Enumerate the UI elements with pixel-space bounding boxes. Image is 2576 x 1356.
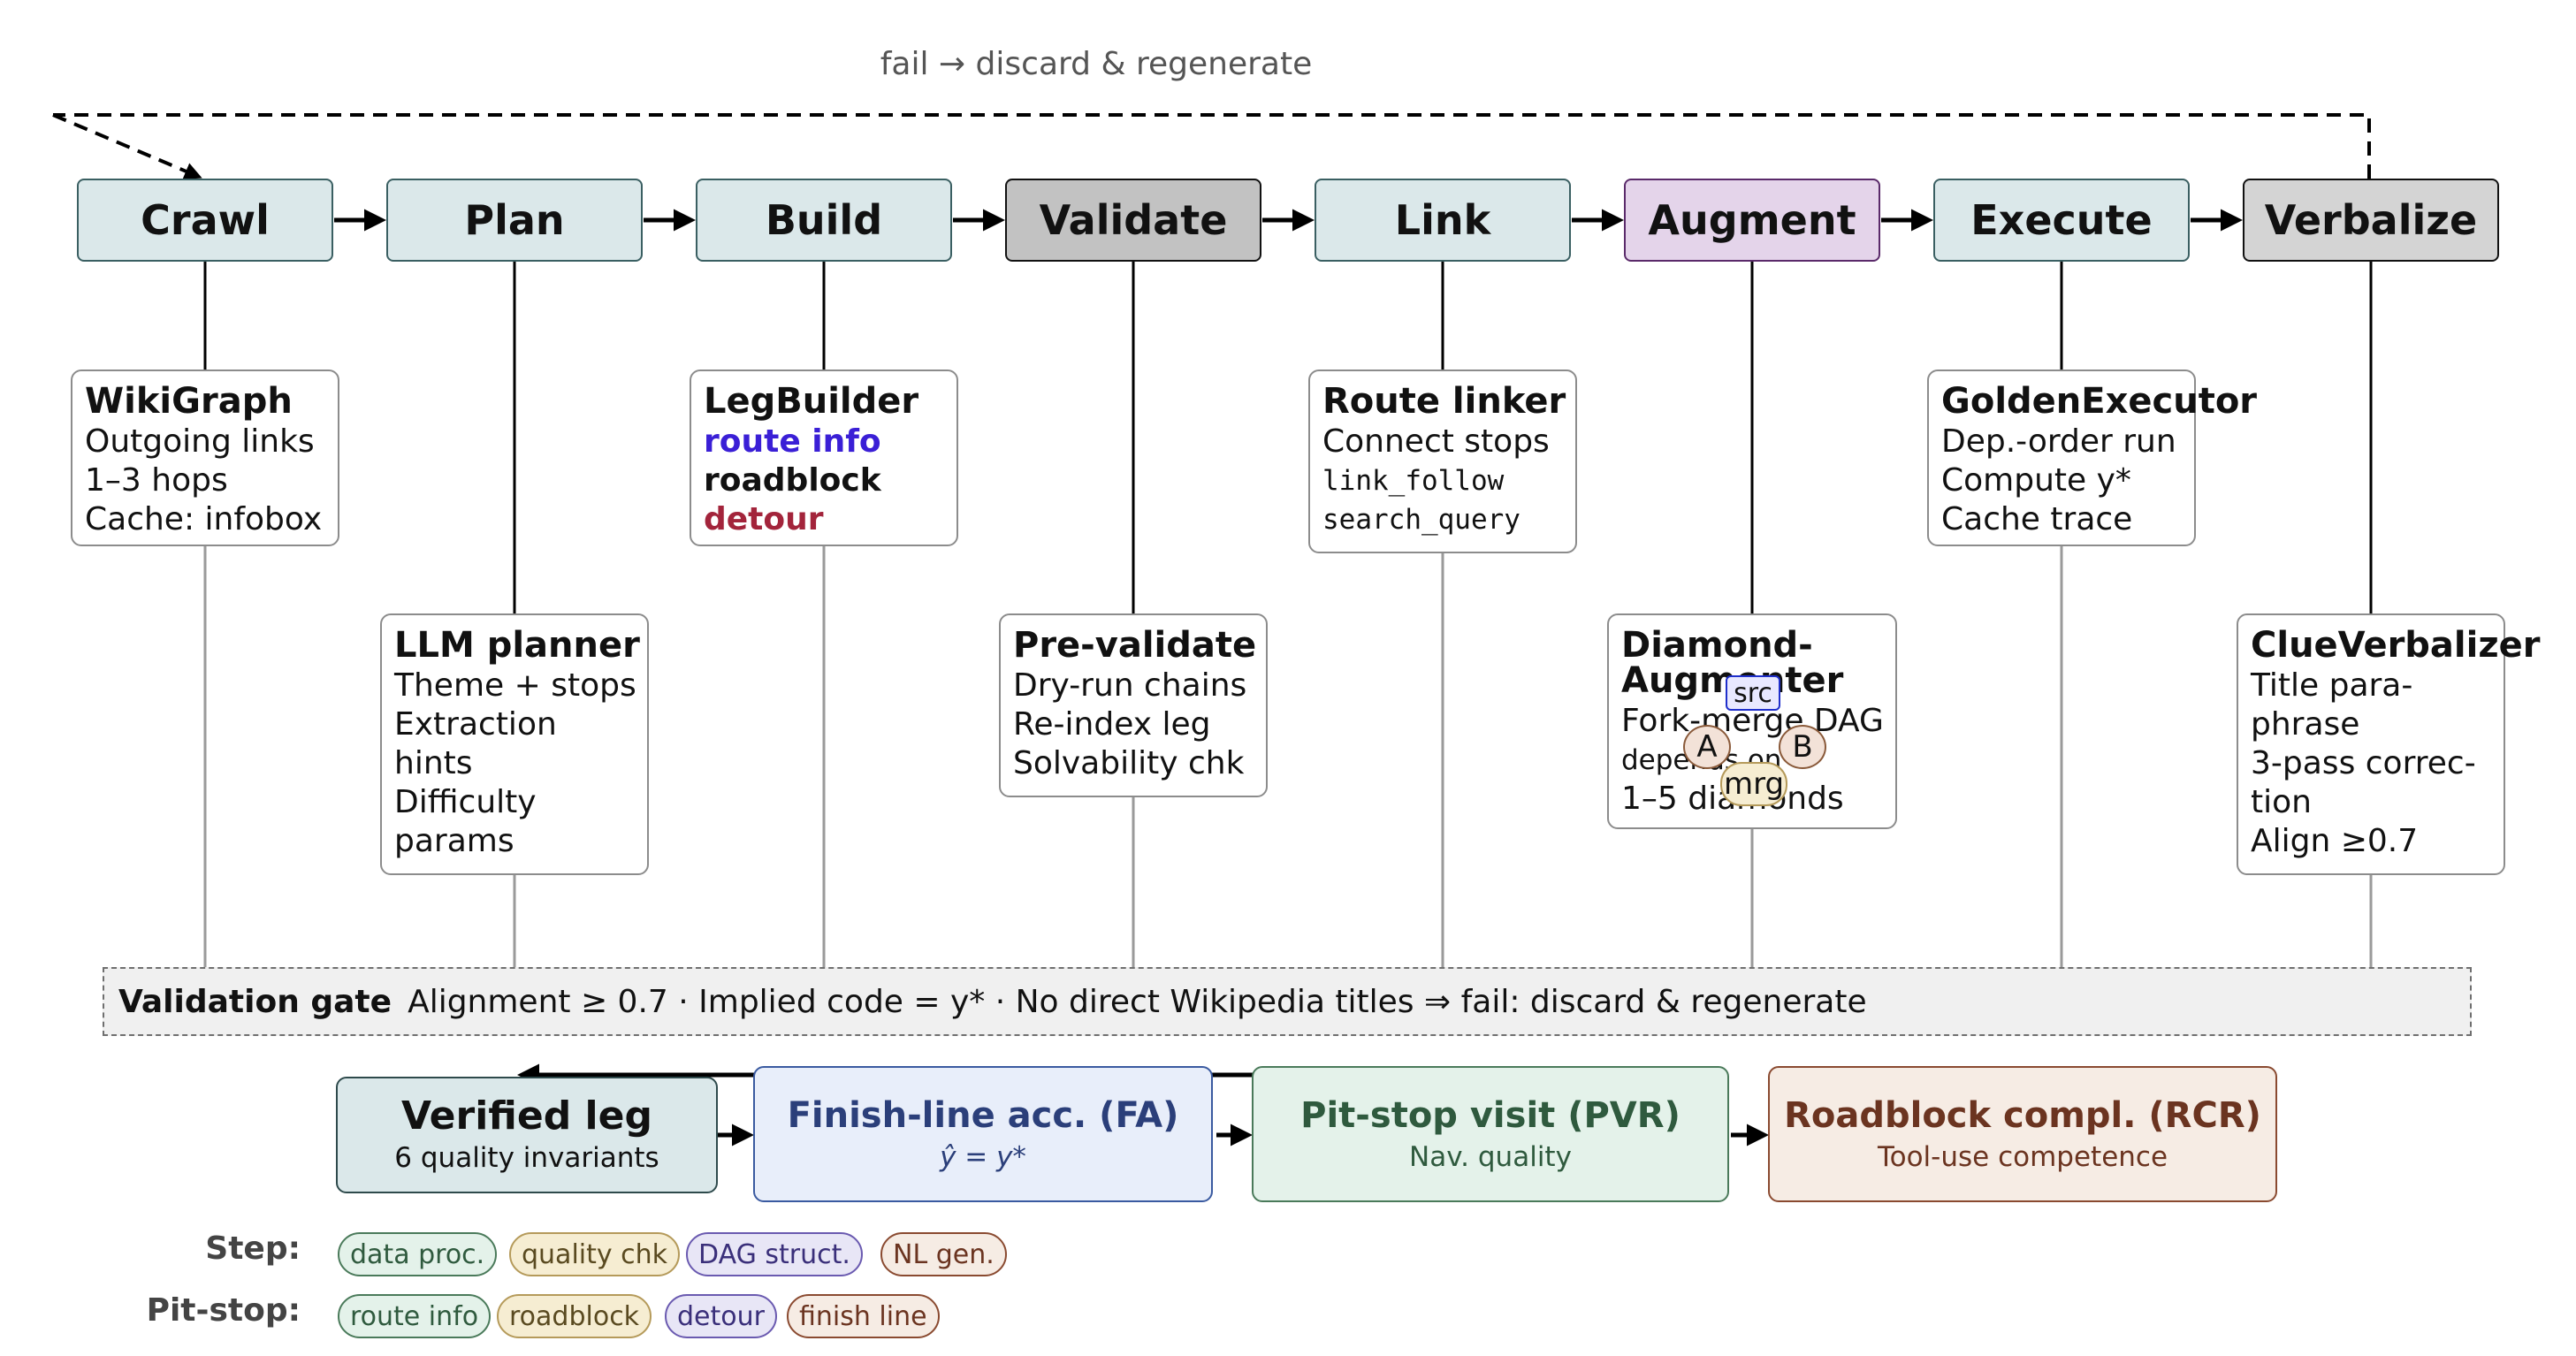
metric-title: Finish-line acc. (FA) xyxy=(787,1095,1179,1136)
card-line: Theme + stops xyxy=(394,667,636,704)
card-line: Title para- xyxy=(2251,667,2413,704)
card-line: 3-pass correc- xyxy=(2251,745,2476,781)
metric-sub: 6 quality invariants xyxy=(394,1142,659,1174)
card-prevalidate: Pre-validate Dry-run chains Re-index leg… xyxy=(999,613,1268,797)
metric-verified-leg: Verified leg 6 quality invariants xyxy=(336,1077,718,1193)
metric-pitstop-visit: Pit-stop visit (PVR) Nav. quality xyxy=(1252,1066,1729,1202)
card-title: WikiGraph xyxy=(85,381,293,422)
feedback-label: fail → discard & regenerate xyxy=(880,46,1313,82)
card-clue-verbalizer: ClueVerbalizer Title para- phrase 3-pass… xyxy=(2237,613,2541,875)
card-line: Cache: infobox xyxy=(85,501,323,537)
card-title: Pre-validate xyxy=(1013,625,1257,666)
legend-pitstop-finish-line: finish line xyxy=(787,1294,940,1338)
card-line: Outgoing links xyxy=(85,423,315,460)
stage-plan: Plan xyxy=(386,179,643,262)
card-line: Compute y* xyxy=(1941,462,2131,499)
legend-pitstop-detour: detour xyxy=(665,1294,777,1338)
stage-build: Build xyxy=(696,179,952,262)
legend-pitstop-label: Pit-stop: xyxy=(146,1292,301,1329)
legend-step-label: Step: xyxy=(205,1230,301,1267)
card-route-linker: Route linker Connect stops link_follow s… xyxy=(1308,369,1577,553)
legend-step-data-proc: data proc. xyxy=(338,1232,498,1276)
card-line: 1–3 hops xyxy=(85,462,228,499)
dag-node-a: A xyxy=(1683,725,1731,769)
gate-text: Alignment ≥ 0.7 · Implied code = y* · No… xyxy=(408,983,1867,1020)
stage-verbalize: Verbalize xyxy=(2243,179,2499,262)
card-title: LLM planner xyxy=(394,625,640,666)
card-line: Re-index leg xyxy=(1013,706,1211,743)
gate-label: Validation gate xyxy=(118,983,392,1020)
card-line-roadblock: roadblock xyxy=(704,462,881,499)
card-line: params xyxy=(394,823,514,859)
card-line: phrase xyxy=(2251,706,2360,743)
card-legbuilder: LegBuilder route info roadblock detour xyxy=(690,369,958,546)
card-gate-links xyxy=(203,546,2373,967)
stage-crawl: Crawl xyxy=(77,179,333,262)
card-line: tion xyxy=(2251,784,2312,820)
dag-node-b: B xyxy=(1779,725,1826,769)
card-line: Difficulty xyxy=(394,784,537,820)
legend-pitstop-roadblock: roadblock xyxy=(497,1294,652,1338)
legend-pitstop-route-info: route info xyxy=(338,1294,492,1338)
legend-step-nl-gen: NL gen. xyxy=(880,1232,1007,1276)
metric-title: Roadblock compl. (RCR) xyxy=(1784,1095,2261,1136)
stage-link: Link xyxy=(1315,179,1571,262)
legend-step-quality-chk: quality chk xyxy=(509,1232,681,1276)
card-title: Route linker xyxy=(1322,381,1566,422)
metric-roadblock-compl: Roadblock compl. (RCR) Tool-use competen… xyxy=(1768,1066,2277,1202)
card-wikigraph: WikiGraph Outgoing links 1–3 hops Cache:… xyxy=(71,369,339,546)
metric-title: Pit-stop visit (PVR) xyxy=(1300,1095,1680,1136)
card-line: Dep.-order run xyxy=(1941,423,2176,460)
validation-gate: Validation gate Alignment ≥ 0.7 · Implie… xyxy=(103,967,2472,1036)
card-line: Dry-run chains xyxy=(1013,667,1247,704)
card-line-code: link_follow xyxy=(1322,465,1505,497)
card-line: hints xyxy=(394,745,473,781)
feedback-loop-arrow xyxy=(52,113,2371,179)
card-title: GoldenExecutor xyxy=(1941,381,2258,422)
stage-card-links xyxy=(203,262,2373,613)
legend-step-dag-struct: DAG struct. xyxy=(686,1232,863,1276)
stage-execute: Execute xyxy=(1933,179,2190,262)
dag-node-mrg: mrg xyxy=(1720,762,1787,806)
card-line-detour: detour xyxy=(704,501,824,537)
card-title: Diamond- xyxy=(1621,625,1813,666)
card-line: Cache trace xyxy=(1941,501,2133,537)
dag-node-src: src xyxy=(1726,675,1780,711)
card-title: ClueVerbalizer xyxy=(2251,625,2541,666)
metric-sub: Tool-use competence xyxy=(1877,1141,2168,1173)
card-line: Connect stops xyxy=(1322,423,1550,460)
metric-sub: ŷ = y* xyxy=(940,1141,1026,1173)
card-line: Extraction xyxy=(394,706,557,743)
card-llm-planner: LLM planner Theme + stops Extraction hin… xyxy=(380,613,649,875)
stage-validate: Validate xyxy=(1005,179,1261,262)
metric-finish-line-acc: Finish-line acc. (FA) ŷ = y* xyxy=(753,1066,1213,1202)
stage-augment: Augment xyxy=(1624,179,1880,262)
card-line-code: search_query xyxy=(1322,504,1520,536)
metric-sub: Nav. quality xyxy=(1409,1141,1572,1173)
card-golden-executor: GoldenExecutor Dep.-order run Compute y*… xyxy=(1927,369,2258,546)
card-line: Solvability chk xyxy=(1013,745,1245,781)
card-title: LegBuilder xyxy=(704,381,919,422)
metric-title: Verified leg xyxy=(401,1093,652,1139)
card-line: Align ≥0.7 xyxy=(2251,823,2419,859)
card-line-route-info: route info xyxy=(704,423,881,460)
